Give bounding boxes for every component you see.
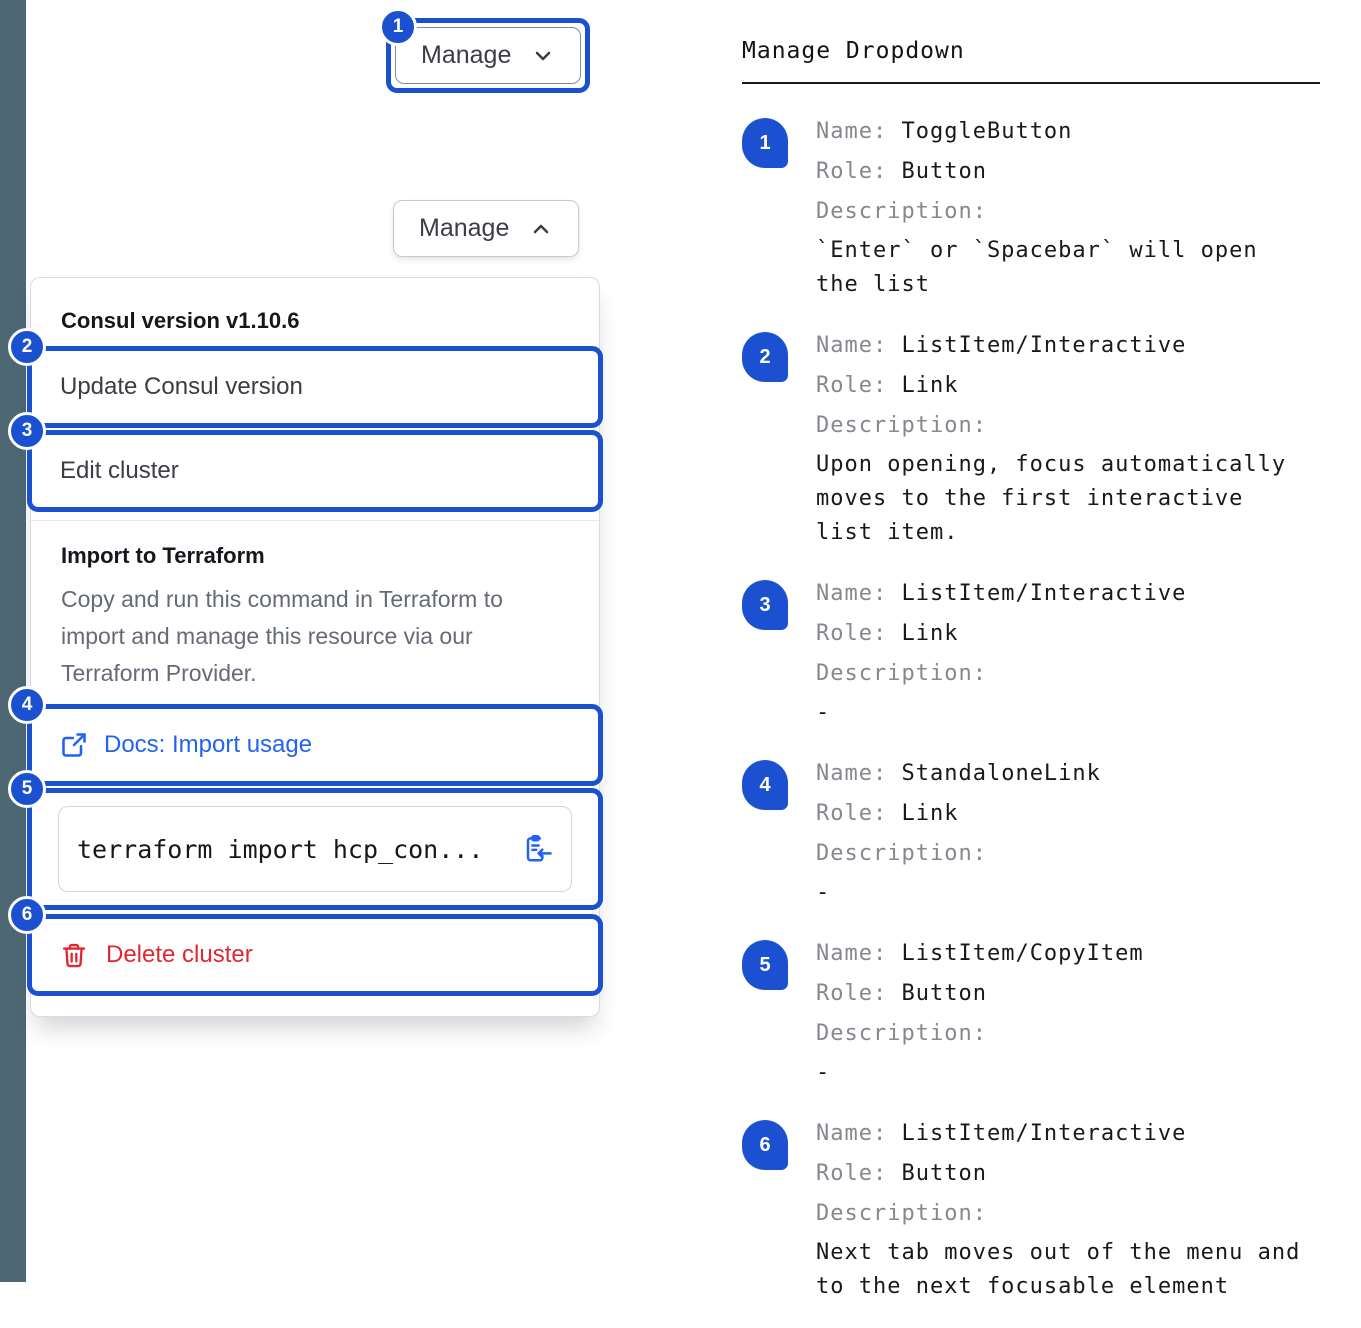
manage-toggle-button[interactable]: Manage [395, 27, 582, 84]
description-value: Upon opening, focus automatically moves … [816, 452, 1287, 545]
annotation-badge-1: 1 [379, 8, 417, 46]
name-value: ToggleButton [901, 119, 1073, 144]
role-label: Role: [816, 621, 888, 646]
legend-title-rule [742, 82, 1320, 84]
description-label: Description: [816, 1021, 987, 1046]
description-label: Description: [816, 841, 987, 866]
role-value: Link [901, 801, 959, 826]
name-value: StandaloneLink [901, 761, 1101, 786]
legend-panel: Manage Dropdown 1 Name: ToggleButton Rol… [742, 38, 1320, 1328]
import-description: Copy and run this command in Terraform t… [61, 586, 503, 686]
description-value: - [816, 700, 831, 725]
trash-icon [62, 943, 86, 968]
annotation-outline-1: 1 Manage [379, 8, 591, 93]
annotation-badge-4: 4 [8, 686, 46, 724]
legend-pin-4: 4 [742, 760, 788, 810]
legend-pin-5: 5 [742, 940, 788, 990]
legend-pin-1: 1 [742, 118, 788, 168]
legend-pin-2: 2 [742, 332, 788, 382]
terraform-import-copy-button[interactable]: terraform import hcp_con... [58, 806, 572, 892]
delete-cluster-item[interactable]: Delete cluster [32, 919, 598, 991]
name-label: Name: [816, 581, 888, 606]
name-label: Name: [816, 941, 888, 966]
legend-item-1: 1 Name: ToggleButton Role: Button Descri… [742, 112, 1320, 302]
docs-import-usage-link[interactable]: Docs: Import usage [32, 709, 598, 781]
chevron-down-icon [536, 51, 551, 60]
role-value: Button [901, 981, 987, 1006]
name-label: Name: [816, 333, 888, 358]
role-label: Role: [816, 373, 888, 398]
legend-pin-6: 6 [742, 1120, 788, 1170]
name-label: Name: [816, 119, 888, 144]
annotation-outline-5: 5 terraform import hcp_con... [8, 770, 603, 910]
role-label: Role: [816, 1161, 888, 1186]
annotation-outline-6: 6 Delete cluster [8, 896, 603, 996]
description-label: Description: [816, 413, 987, 438]
manage-dropdown-menu: Consul version v1.10.6 2 Update Consul v… [8, 277, 603, 1017]
menu-divider [31, 520, 599, 521]
role-value: Link [901, 621, 959, 646]
description-label: Description: [816, 1201, 987, 1226]
legend-item-5: 5 Name: ListItem/CopyItem Role: Button D… [742, 934, 1320, 1090]
manage-toggle-button-open[interactable]: Manage [393, 200, 580, 257]
description-value: Next tab moves out of the menu and to th… [816, 1240, 1301, 1299]
name-value: ListItem/Interactive [901, 581, 1187, 606]
left-edge-bar [0, 0, 26, 1282]
import-to-terraform-header: Import to Terraform [61, 543, 265, 568]
copy-item-wrapper: terraform import hcp_con... [32, 793, 598, 905]
clipboard-copy-icon [526, 834, 552, 862]
annotation-outline-2: 2 Update Consul version [8, 328, 603, 428]
annotation-badge-3: 3 [8, 412, 46, 450]
annotation-outline-4: 4 Docs: Import usage [8, 686, 603, 786]
external-link-icon [62, 733, 86, 757]
role-label: Role: [816, 801, 888, 826]
description-value: - [816, 880, 831, 905]
manage-toggle-open-label: Manage [419, 214, 510, 242]
legend-item-6: 6 Name: ListItem/Interactive Role: Butto… [742, 1114, 1320, 1304]
terraform-import-command: terraform import hcp_con... [77, 834, 484, 864]
menu-item-edit-cluster[interactable]: Edit cluster [60, 457, 179, 484]
name-label: Name: [816, 1121, 888, 1146]
name-value: ListItem/Interactive [901, 333, 1187, 358]
legend-item-3: 3 Name: ListItem/Interactive Role: Link … [742, 574, 1320, 730]
annotation-badge-5: 5 [8, 770, 46, 808]
legend-pin-3: 3 [742, 580, 788, 630]
role-label: Role: [816, 159, 888, 184]
role-label: Role: [816, 981, 888, 1006]
legend-item-4: 4 Name: StandaloneLink Role: Link Descri… [742, 754, 1320, 910]
manage-toggle-label: Manage [421, 41, 512, 69]
legend-title: Manage Dropdown [742, 38, 965, 64]
chevron-up-icon [534, 224, 549, 233]
delete-cluster-label: Delete cluster [106, 941, 253, 968]
docs-import-usage-label: Docs: Import usage [104, 731, 313, 758]
annotation-outline-3: 3 Edit cluster [8, 412, 603, 512]
name-value: ListItem/Interactive [901, 1121, 1187, 1146]
name-value: ListItem/CopyItem [901, 941, 1144, 966]
description-value: - [816, 1060, 831, 1085]
role-value: Button [901, 159, 987, 184]
consul-version-header: Consul version v1.10.6 [61, 308, 300, 333]
annotation-badge-6: 6 [8, 896, 46, 934]
description-label: Description: [816, 199, 987, 224]
menu-item-update-consul-version[interactable]: Update Consul version [60, 373, 303, 400]
role-value: Button [901, 1161, 987, 1186]
role-value: Link [901, 373, 959, 398]
legend-item-2: 2 Name: ListItem/Interactive Role: Link … [742, 326, 1320, 550]
description-value: `Enter` or `Spacebar` will open the list [816, 238, 1258, 297]
description-label: Description: [816, 661, 987, 686]
annotation-badge-2: 2 [8, 328, 46, 366]
name-label: Name: [816, 761, 888, 786]
